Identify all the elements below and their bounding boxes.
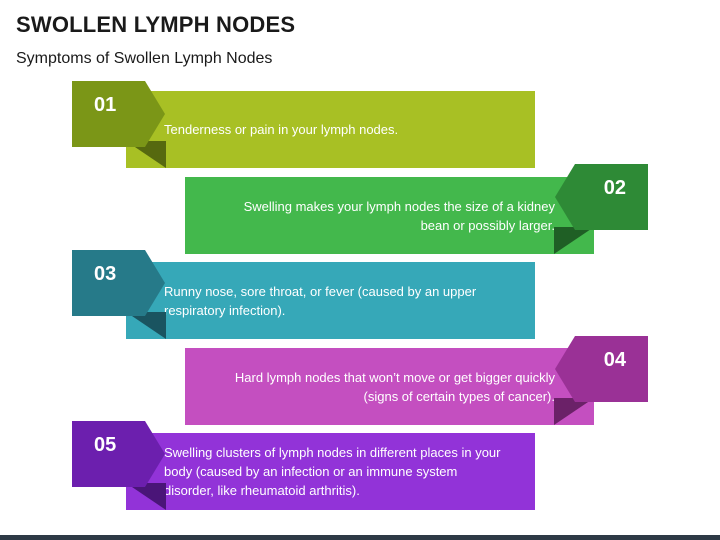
symptom-text-02: Swelling makes your lymph nodes the size… bbox=[243, 198, 555, 233]
symptom-box-04: Hard lymph nodes that won’t move or get … bbox=[185, 348, 594, 425]
tab-fold-01 bbox=[126, 141, 166, 168]
number-label-03: 03 bbox=[94, 263, 117, 285]
symptom-text-01: Tenderness or pain in your lymph nodes. bbox=[164, 122, 399, 137]
symptom-box-01: Tenderness or pain in your lymph nodes. bbox=[126, 91, 535, 168]
symptom-text-04: Hard lymph nodes that won’t move or get … bbox=[234, 369, 555, 404]
tab-fold-04 bbox=[554, 398, 594, 425]
number-tab-02: 02 bbox=[555, 164, 648, 231]
number-label-01: 01 bbox=[94, 94, 117, 116]
symptom-box-02: Swelling makes your lymph nodes the size… bbox=[185, 177, 594, 254]
tab-fold-05 bbox=[126, 483, 166, 510]
tab-fold-03 bbox=[126, 312, 166, 339]
page-subtitle: Symptoms of Swollen Lymph Nodes bbox=[16, 50, 273, 67]
symptom-box-03: Runny nose, sore throat, or fever (cause… bbox=[126, 262, 535, 339]
bottom-bar bbox=[0, 535, 720, 540]
tab-fold-02 bbox=[554, 227, 594, 254]
symptom-box-05: Swelling clusters of lymph nodes in diff… bbox=[126, 433, 535, 510]
number-label-04: 04 bbox=[603, 349, 626, 371]
number-tab-04: 04 bbox=[555, 336, 648, 403]
number-tab-03: 03 bbox=[72, 250, 165, 317]
number-label-05: 05 bbox=[94, 434, 117, 456]
symptom-text-05: Swelling clusters of lymph nodes in diff… bbox=[164, 445, 501, 498]
symptom-text-03: Runny nose, sore throat, or fever (cause… bbox=[164, 283, 477, 318]
number-tab-05: 05 bbox=[72, 421, 165, 488]
number-label-02: 02 bbox=[603, 177, 626, 199]
number-tab-01: 01 bbox=[72, 81, 165, 148]
page-title: SWOLLEN LYMPH NODES bbox=[16, 12, 296, 37]
